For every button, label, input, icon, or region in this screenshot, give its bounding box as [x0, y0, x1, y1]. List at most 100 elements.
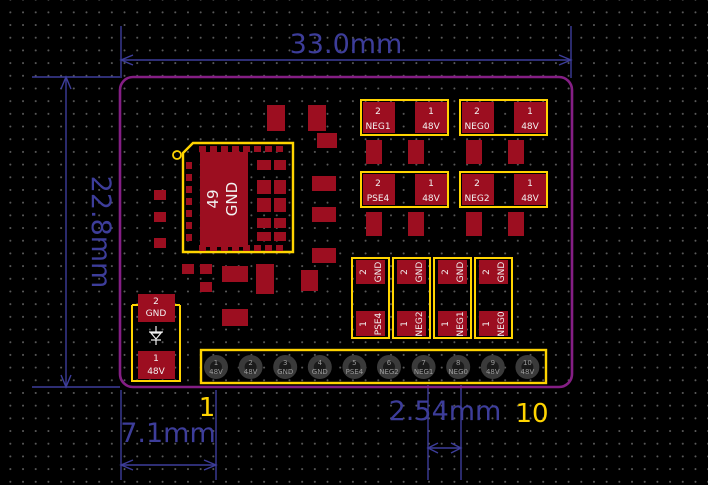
pin-drill	[417, 361, 430, 373]
board-edge-outline[interactable]	[118, 75, 574, 389]
component-pse4-gnd[interactable]: 2 GND 1 PSE4	[351, 257, 390, 339]
pin-drill	[313, 361, 326, 373]
pin-net: 48V	[244, 368, 258, 376]
header-pin1-label: 1	[199, 393, 216, 423]
pad-net: NEG0	[497, 311, 507, 336]
pin-number: 9	[491, 359, 495, 367]
led-pad2-net: GND	[146, 309, 167, 319]
pin-drill	[486, 361, 499, 373]
pad-net: PSE4	[367, 194, 390, 204]
pad-net: 48V	[422, 122, 440, 132]
pad-number: 1	[441, 321, 451, 327]
pad-number: 1	[359, 321, 369, 327]
pin-net: 48V	[486, 368, 500, 376]
component-neg0-gnd[interactable]: 2 GND 1 NEG0	[474, 257, 513, 339]
pin-net: 48V	[521, 368, 535, 376]
pin-drill	[383, 361, 395, 373]
pad-number: 2	[482, 269, 492, 275]
pin-number: 1	[214, 359, 218, 367]
component-neg1-48v[interactable]: 2 NEG1 1 48V	[360, 99, 449, 164]
led-pad1-net: 48V	[147, 367, 165, 377]
pad-net: 48V	[422, 194, 440, 204]
pad-net: NEG2	[415, 311, 425, 336]
led-pad2-number: 2	[153, 297, 159, 307]
pad-net: 48V	[521, 194, 539, 204]
pin-net: NEG1	[414, 368, 434, 376]
pad-number: 1	[527, 179, 533, 189]
component-neg1-gnd[interactable]: 2 GND 1 NEG1	[433, 257, 472, 339]
pad-net: NEG0	[464, 122, 489, 132]
pin-drill	[521, 361, 534, 373]
header-pin10-label: 10	[515, 399, 548, 429]
pin-net: GND	[312, 368, 328, 376]
led-pad1-number: 1	[153, 354, 159, 364]
pad-net: GND	[374, 262, 384, 283]
pin-net: GND	[277, 368, 293, 376]
pad-net: NEG1	[456, 311, 466, 336]
pad-number: 2	[474, 179, 480, 189]
pad-number: 1	[527, 107, 533, 117]
pad-net: PSE4	[374, 312, 384, 335]
pin-number: 8	[456, 359, 460, 367]
dimension-width-label: 33.0mm	[290, 29, 403, 60]
pad-number: 1	[428, 107, 434, 117]
pin-drill	[244, 361, 257, 373]
pad-number: 2	[474, 107, 480, 117]
dimension-pitch-label: 2.54mm	[389, 396, 502, 427]
pad-net: NEG2	[464, 194, 489, 204]
dimension-lines	[32, 26, 573, 480]
component-neg0-48v[interactable]: 2 NEG0 1 48V	[459, 99, 548, 164]
pin-net: NEG2	[379, 368, 399, 376]
pad-number: 2	[441, 269, 451, 275]
diode-icon	[149, 326, 163, 345]
pin-net: PSE4	[346, 368, 364, 376]
led-footprint[interactable]: 2 GND 1 48V	[131, 294, 181, 382]
pin-number: 5	[352, 359, 356, 367]
pin-drill	[452, 361, 465, 373]
pad-net: 48V	[521, 122, 539, 132]
pin-number: 4	[318, 359, 323, 367]
pad-number: 1	[428, 179, 434, 189]
pad-number: 1	[400, 321, 410, 327]
pin-drill	[210, 361, 222, 373]
ic-footprint[interactable]: 49 GND	[172, 141, 295, 254]
dimension-offset-label: 7.1mm	[120, 418, 216, 449]
ic-pad-number: 49	[204, 189, 222, 208]
pin-net: 48V	[209, 368, 223, 376]
pin-number: 6	[387, 359, 392, 367]
pin-number: 3	[283, 359, 287, 367]
pad-number: 1	[482, 321, 492, 327]
component-pse4-48v[interactable]: 2 PSE4 1 48V	[360, 171, 449, 236]
dimension-height-label: 22.8mm	[85, 176, 116, 289]
pin-drill	[348, 361, 361, 373]
component-neg2-48v[interactable]: 2 NEG2 1 48V	[459, 171, 548, 236]
pad-net: GND	[456, 262, 466, 283]
pin-header[interactable]: 148V248V3GND4GND5PSE46NEG27NEG18NEG0948V…	[199, 348, 549, 429]
pin-number: 10	[523, 359, 532, 367]
pad-net: GND	[497, 262, 507, 283]
passive-pads[interactable]	[154, 105, 337, 326]
pin-number: 2	[248, 359, 252, 367]
pin-drill	[279, 361, 292, 373]
component-neg2-gnd[interactable]: 2 GND 1 NEG2	[392, 257, 431, 339]
pad-net: NEG1	[365, 122, 390, 132]
pad-number: 2	[375, 107, 381, 117]
pad-number: 2	[359, 269, 369, 275]
pad-number: 2	[375, 179, 381, 189]
ic-pad-net: GND	[223, 182, 241, 216]
pin-net: NEG0	[448, 368, 468, 376]
pin-number: 7	[421, 359, 425, 367]
pad-net: GND	[415, 262, 425, 283]
